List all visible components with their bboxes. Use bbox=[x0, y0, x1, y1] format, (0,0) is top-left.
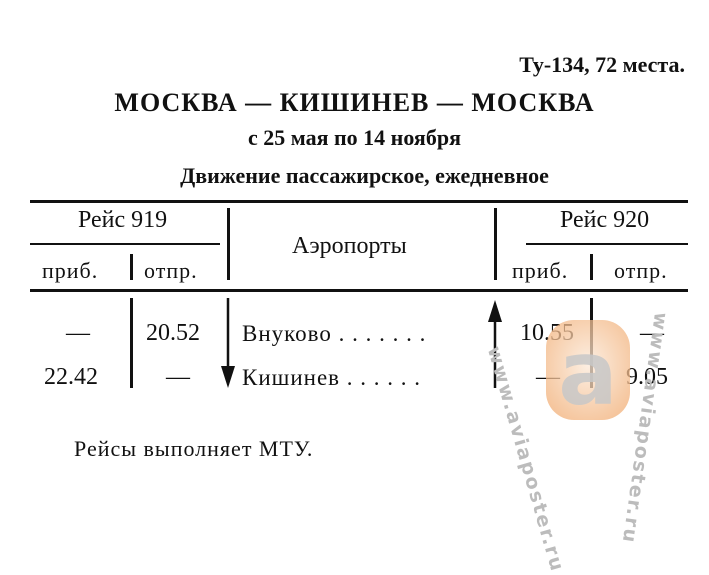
f920-arrival-header: приб. bbox=[512, 258, 569, 283]
flight-920-label: Рейс 920 bbox=[560, 207, 650, 233]
row2-f920-departure: 9.05 bbox=[626, 364, 668, 390]
right-flight-underline bbox=[526, 243, 688, 245]
row1-f919-arrival: — bbox=[66, 320, 90, 346]
f919-departure-header: отпр. bbox=[144, 258, 198, 283]
left-flight-underline bbox=[30, 243, 220, 245]
logo-letter: a bbox=[558, 322, 617, 425]
row2-f919-arrival: 22.42 bbox=[44, 364, 98, 390]
airports-header: Аэропорты bbox=[292, 233, 407, 259]
header-separator-right bbox=[494, 208, 497, 280]
down-arrow-icon bbox=[221, 298, 235, 388]
footnote: Рейсы выполняет МТУ. bbox=[74, 436, 314, 461]
row1-f920-departure: — bbox=[640, 320, 664, 346]
traffic-text: Движение пассажирское, ежедневное bbox=[180, 163, 549, 188]
row2-f919-departure: — bbox=[166, 364, 190, 390]
f920-departure-header: отпр. bbox=[614, 258, 668, 283]
sub-separator-left bbox=[130, 254, 133, 280]
table-top-rule bbox=[30, 200, 688, 203]
row1-airport: Внуково . . . . . . . bbox=[242, 321, 427, 346]
period-text: с 25 мая по 14 ноября bbox=[248, 125, 461, 150]
f919-arrival-header: приб. bbox=[42, 258, 99, 283]
route-title: МОСКВА — КИШИНЕВ — МОСКВА bbox=[114, 88, 595, 117]
row1-f919-departure: 20.52 bbox=[146, 320, 200, 346]
flight-919-label: Рейс 919 bbox=[78, 207, 168, 233]
aviaposter-logo-icon: a bbox=[546, 320, 630, 425]
aircraft-info: Ту-134, 72 места. bbox=[519, 52, 685, 77]
header-bottom-rule bbox=[30, 289, 688, 292]
row2-airport: Кишинев . . . . . . bbox=[242, 365, 422, 390]
up-arrow-icon bbox=[488, 300, 502, 388]
sub-separator-right bbox=[590, 254, 593, 280]
body-separator-left bbox=[130, 298, 133, 388]
header-separator-left bbox=[227, 208, 230, 280]
